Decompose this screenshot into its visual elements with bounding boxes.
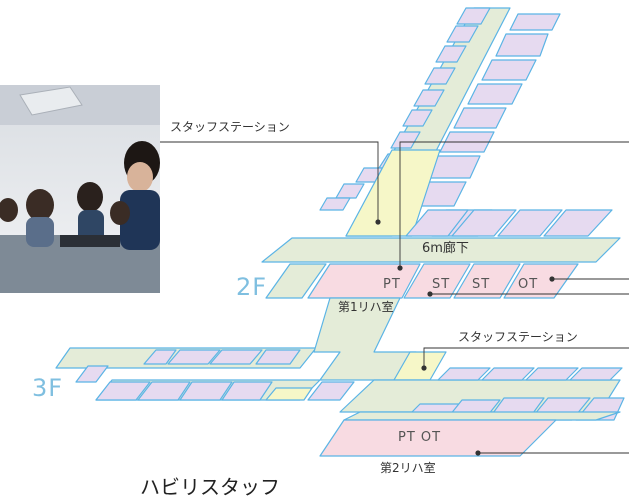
room-label-pt: PT [383,277,401,292]
label-staff-station-3f: スタッフステーション [458,330,578,344]
rooms-3f-lower [95,381,355,401]
label-staff-station-2f: スタッフステーション [170,120,290,134]
marker-st [427,291,433,297]
room-2f-west [265,263,327,299]
marker-ot [549,276,555,282]
rehab-room-st2 [453,263,521,299]
rooms-2f-east-row [405,209,613,237]
room-label-st-2: ST [472,277,491,292]
room-label-pt-ot: PT OT [398,430,442,445]
leader-staff-station-3f [423,347,629,368]
corridor-3f-south [343,411,621,421]
rehab-room-1-pt [307,263,421,299]
floor-label-3f: 3F [32,374,64,402]
caption-heading: ハビリスタッフ [140,475,280,499]
room-label-ot: OT [518,277,539,292]
marker-staff-station-2f [375,219,381,225]
marker-staff-station-3f [421,365,427,371]
room-label-st-1: ST [432,277,451,292]
leader-staff-station-2f [160,141,379,222]
corridor-6m [261,237,621,263]
marker-pt [397,265,403,271]
floor-label-2f: 2F [236,273,268,301]
rehab-room-st1 [403,263,471,299]
label-rehab-room-1: 第1リハ室 [338,300,394,314]
leader-pt [399,141,629,268]
rehab-room-ot [503,263,579,299]
label-rehab-room-2: 第2リハ室 [380,461,436,475]
rehab-room-2 [319,419,557,457]
marker-pt-ot-3f [475,450,481,456]
label-6m-corridor: 6m廊下 [422,241,469,256]
meeting-photo [0,85,160,293]
room-3f-small [265,387,313,401]
rooms-3f-upper [75,349,301,383]
